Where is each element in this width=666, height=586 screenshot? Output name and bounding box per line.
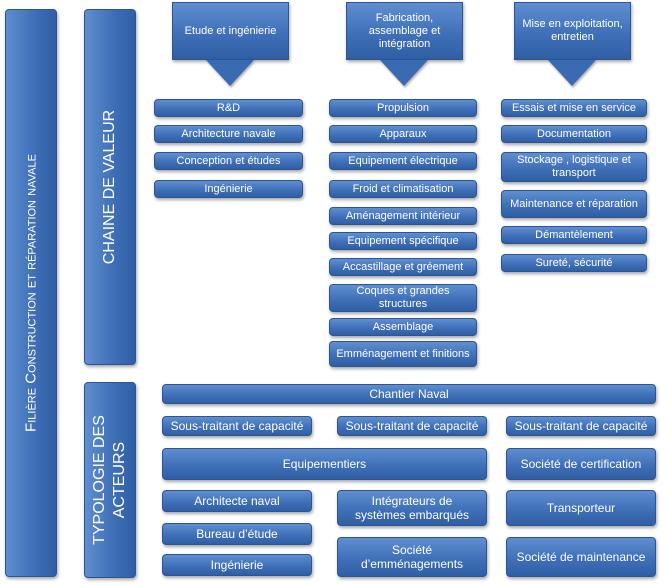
transporteur: Transporteur <box>506 490 656 526</box>
etude-item: R&D <box>154 99 303 117</box>
chantier-naval: Chantier Naval <box>162 384 656 404</box>
sous-traitant-1: Sous-traitant de capacité <box>162 416 312 436</box>
header-fabrication: Fabrication, assemblage et intégration <box>346 2 463 60</box>
fabrication-item: Equipement électrique <box>329 152 477 170</box>
header-etude: Etude et ingénierie <box>172 2 289 60</box>
ingenierie: Ingénierie <box>162 554 312 576</box>
fabrication-item: Propulsion <box>329 99 477 117</box>
sous-traitant-3: Sous-traitant de capacité <box>506 416 656 436</box>
etude-item: Conception et études <box>154 152 303 170</box>
chain-title-bar: CHAINE DE VALEUR <box>84 9 136 365</box>
header-exploitation: Mise en exploitation, entretien <box>514 2 631 60</box>
certification: Société de certification <box>506 448 656 480</box>
bureau-etude: Bureau d’étude <box>162 523 312 545</box>
actors-title: TYPOLOGIE DES ACTEURS <box>91 415 128 545</box>
integrateurs: Intégrateurs de systèmes embarqués <box>337 490 487 526</box>
sous-traitant-2: Sous-traitant de capacité <box>337 416 487 436</box>
maintenance: Société de maintenance <box>506 537 656 577</box>
fabrication-item: Emménagement et finitions <box>329 341 477 367</box>
etude-item: Ingénierie <box>154 180 303 198</box>
fabrication-item: Froid et climatisation <box>329 180 477 198</box>
fabrication-item: Aménagement intérieur <box>329 207 477 225</box>
actors-title-bar: TYPOLOGIE DES ACTEURS <box>84 382 136 578</box>
exploitation-item: Essais et mise en service <box>501 99 647 117</box>
exploitation-item: Stockage , logistique et transport <box>501 152 647 182</box>
exploitation-item: Démantèlement <box>501 226 647 244</box>
arrow-fabrication <box>380 60 428 86</box>
arrow-exploitation <box>548 60 596 86</box>
exploitation-item: Sureté, sécurité <box>501 254 647 272</box>
chain-title: CHAINE DE VALEUR <box>101 109 118 265</box>
exploitation-item: Maintenance et réparation <box>501 190 647 218</box>
fabrication-item: Apparaux <box>329 125 477 143</box>
fabrication-item: Coques et grandes structures <box>329 284 477 312</box>
emmenagements: Société d’emménagements <box>337 537 487 577</box>
fabrication-item: Accastillage et gréement <box>329 258 477 276</box>
fabrication-item: Assemblage <box>329 318 477 336</box>
equipementiers: Equipementiers <box>162 448 487 480</box>
fabrication-item: Equipement spécifique <box>329 232 477 250</box>
filiere-title: Filière Construction et réparation naval… <box>22 154 40 432</box>
architecte-naval: Architecte naval <box>162 490 312 512</box>
exploitation-item: Documentation <box>501 125 647 143</box>
arrow-etude <box>206 60 254 86</box>
etude-item: Architecture navale <box>154 125 303 143</box>
filiere-title-bar: Filière Construction et réparation naval… <box>5 9 57 577</box>
